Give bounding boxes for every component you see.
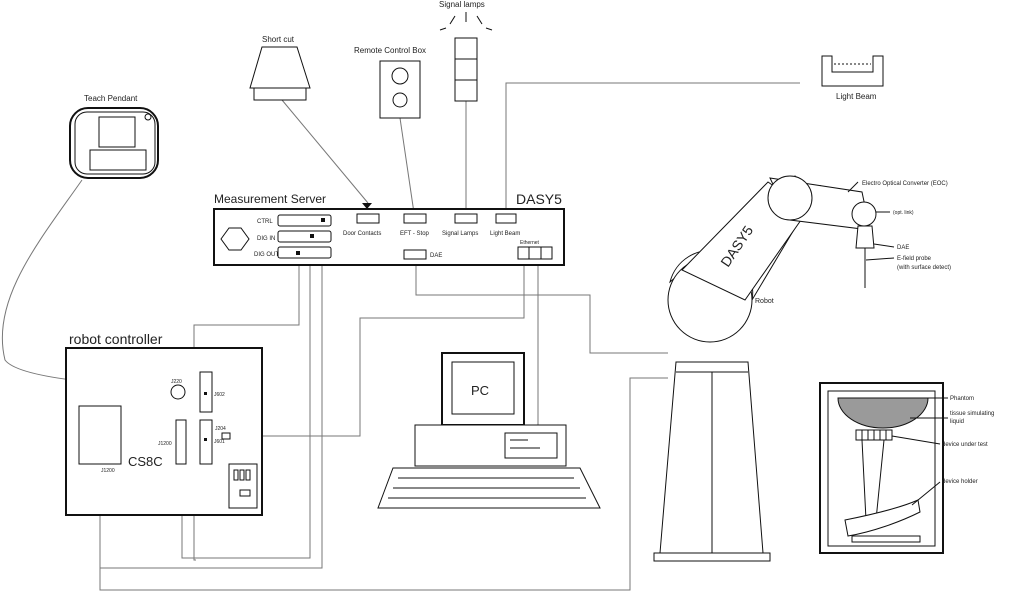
remote-box-cable: [399, 117, 415, 214]
signal-lamp-rays: [439, 12, 493, 31]
remote-control-box-label: Remote Control Box: [354, 46, 426, 55]
measurement-server-title: Measurement Server: [214, 192, 326, 206]
probe-label-line2: (with surface detect): [897, 265, 951, 271]
robot-base-cable: [99, 377, 668, 591]
door-contacts-port: [356, 213, 380, 224]
remote-control-box: Remote Control Box: [354, 46, 426, 119]
robot: DASY5 Robot Electro Optical Converter (E…: [653, 175, 951, 562]
robot-controller: robot controller J1200 CS8C J220 J602 J1…: [65, 331, 263, 516]
tissue-label-line2: liquid: [950, 419, 964, 425]
j204-label: J204: [215, 426, 226, 432]
signal-lamps: Signal lamps: [439, 0, 493, 102]
j1200-label: J1200: [101, 468, 115, 474]
ctrl-port: [277, 214, 332, 227]
dig-out-port: [277, 246, 332, 259]
j204-port: [221, 432, 231, 440]
short-cut-arrow: [362, 203, 372, 209]
light-beam-port: [495, 213, 517, 224]
j601-port: [199, 419, 213, 465]
robot-label: Robot: [755, 298, 774, 305]
signal-lamps-label: Signal lamps: [439, 0, 485, 9]
light-beam-device: Light Beam: [821, 55, 884, 101]
dae-label: DAE: [897, 245, 909, 251]
phantom-shell: [837, 397, 929, 429]
j602-label: J602: [214, 392, 225, 398]
tissue-label-line1: tissue simulating: [950, 411, 994, 417]
j220-label: J220: [171, 379, 182, 385]
eft-stop-port: [403, 213, 427, 224]
dig-in-port: [277, 230, 332, 243]
j1201-label: J1200: [158, 441, 172, 447]
dae-port-label: DAE: [430, 253, 442, 259]
eoc-label: Electro Optical Converter (EOC): [862, 181, 948, 187]
device-holder-label: device holder: [942, 479, 978, 485]
signal-lamps-port-label: Signal Lamps: [442, 231, 478, 237]
j601-label: J601: [214, 439, 225, 445]
phantom-label: Phantom: [950, 396, 974, 402]
ethernet-cable-1: [230, 262, 525, 437]
ethernet-label: Ethernet: [520, 240, 540, 246]
probe-label-line1: E-field probe: [897, 256, 932, 262]
teach-pendant-label: Teach Pendant: [84, 94, 138, 103]
dae-port: [403, 249, 427, 260]
light-beam-port-label: Light Beam: [490, 231, 520, 237]
teach-pendant: Teach Pendant: [69, 94, 159, 179]
dig-in-label: DIG IN: [257, 236, 275, 242]
pc-label: PC: [471, 383, 489, 398]
wiring: [1, 82, 800, 591]
dig-out-cable: [193, 260, 300, 561]
dasy5-title: DASY5: [516, 191, 562, 207]
phantom-setup: Phantom tissue simulating liquid device …: [819, 382, 994, 554]
eft-stop-label: EFT - Stop: [400, 231, 430, 237]
light-beam-label: Light Beam: [836, 92, 877, 101]
signal-lamp-column: [454, 37, 478, 102]
opt-link-label: (opt. link): [893, 210, 914, 216]
dae-cable: [415, 262, 668, 354]
short-cut-cable: [281, 99, 369, 204]
dig-out-label: DIG OUT: [254, 252, 279, 258]
short-cut-label: Short cut: [262, 35, 295, 44]
robot-controller-title: robot controller: [69, 331, 163, 347]
ethernet-ports: [517, 246, 553, 260]
dut-label: device under test: [942, 442, 988, 448]
light-beam-cable: [505, 82, 800, 214]
cs8c-label: CS8C: [128, 454, 163, 469]
j1201-port: [175, 419, 187, 465]
ctrl-label: CTRL: [257, 219, 273, 225]
dip-switch-block: [228, 463, 258, 509]
pc: PC: [377, 352, 601, 509]
short-cut-device: Short cut: [249, 35, 311, 101]
measurement-server: Measurement Server DASY5 CTRL DIG IN DIG…: [213, 191, 565, 266]
j220-port: [170, 384, 186, 400]
signal-lamps-port: [454, 213, 478, 224]
door-contacts-label: Door Contacts: [343, 231, 381, 237]
